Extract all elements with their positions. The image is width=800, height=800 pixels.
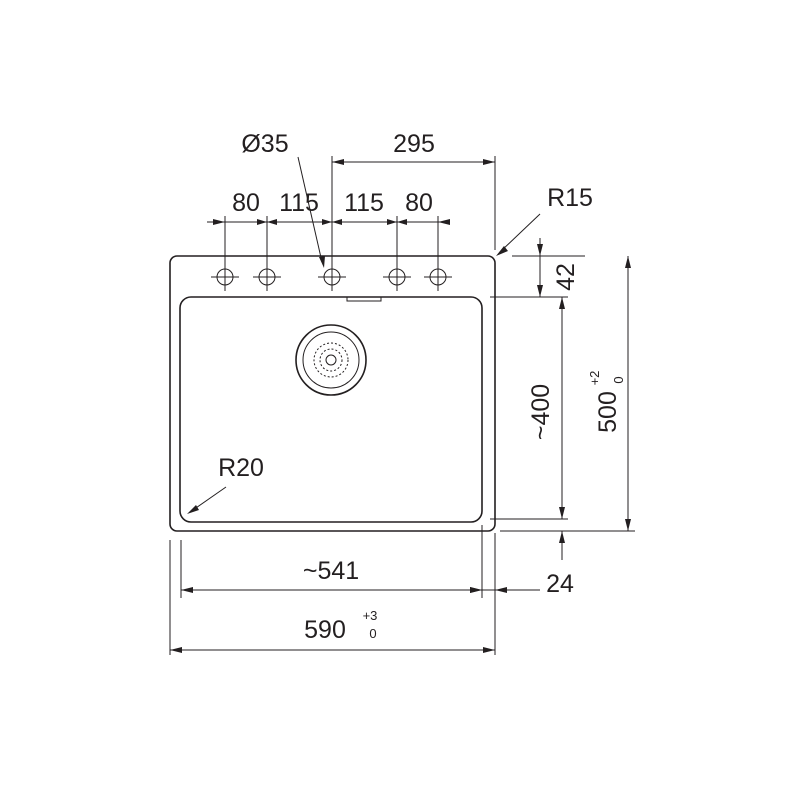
dim-541: ~541 <box>303 557 359 585</box>
dim-42: 42 <box>552 263 580 291</box>
dim-115-left: 115 <box>279 189 319 217</box>
dim-400: ~400 <box>527 384 555 440</box>
dim-diameter-35: Ø35 <box>241 130 288 158</box>
dim-80-right: 80 <box>405 189 433 217</box>
overall-depth-dimension: 500 +2 0 <box>500 256 635 532</box>
dim-590-tol-minus: 0 <box>369 626 376 641</box>
dim-295: 295 <box>393 130 435 158</box>
tap-span-dimension: 295 <box>331 130 496 250</box>
rim-offset-dimension: 24 <box>470 525 574 655</box>
outer-radius-callout: R15 <box>496 184 593 256</box>
inner-radius-callout: R20 <box>187 454 264 514</box>
dim-r20: R20 <box>218 454 264 482</box>
bowl-edge <box>179 296 483 523</box>
hole-diameter-callout: Ø35 <box>241 130 325 268</box>
bowl-depth-dimension: ~400 <box>490 297 568 520</box>
overall-width-dimension: 590 +3 0 <box>169 540 495 655</box>
hole-spacing-dimension: 80 115 115 80 <box>207 189 450 270</box>
dim-590: 590 <box>304 616 346 644</box>
dim-590-tol-plus: +3 <box>363 608 378 623</box>
dim-500-tol-plus: +2 <box>587 371 602 386</box>
dim-115-right: 115 <box>344 189 384 217</box>
sink-outline <box>169 255 496 532</box>
overflow-slot <box>346 296 382 302</box>
deck-depth-dimension: 42 <box>490 238 585 298</box>
dim-r15: R15 <box>547 184 593 212</box>
dim-24: 24 <box>546 570 574 598</box>
drain-strainer-icon <box>295 324 367 396</box>
dim-500-tol-minus: 0 <box>611 376 626 383</box>
dim-80-left: 80 <box>232 189 260 217</box>
bowl-width-dimension: ~541 <box>180 540 482 598</box>
dim-500: 500 <box>594 391 622 433</box>
